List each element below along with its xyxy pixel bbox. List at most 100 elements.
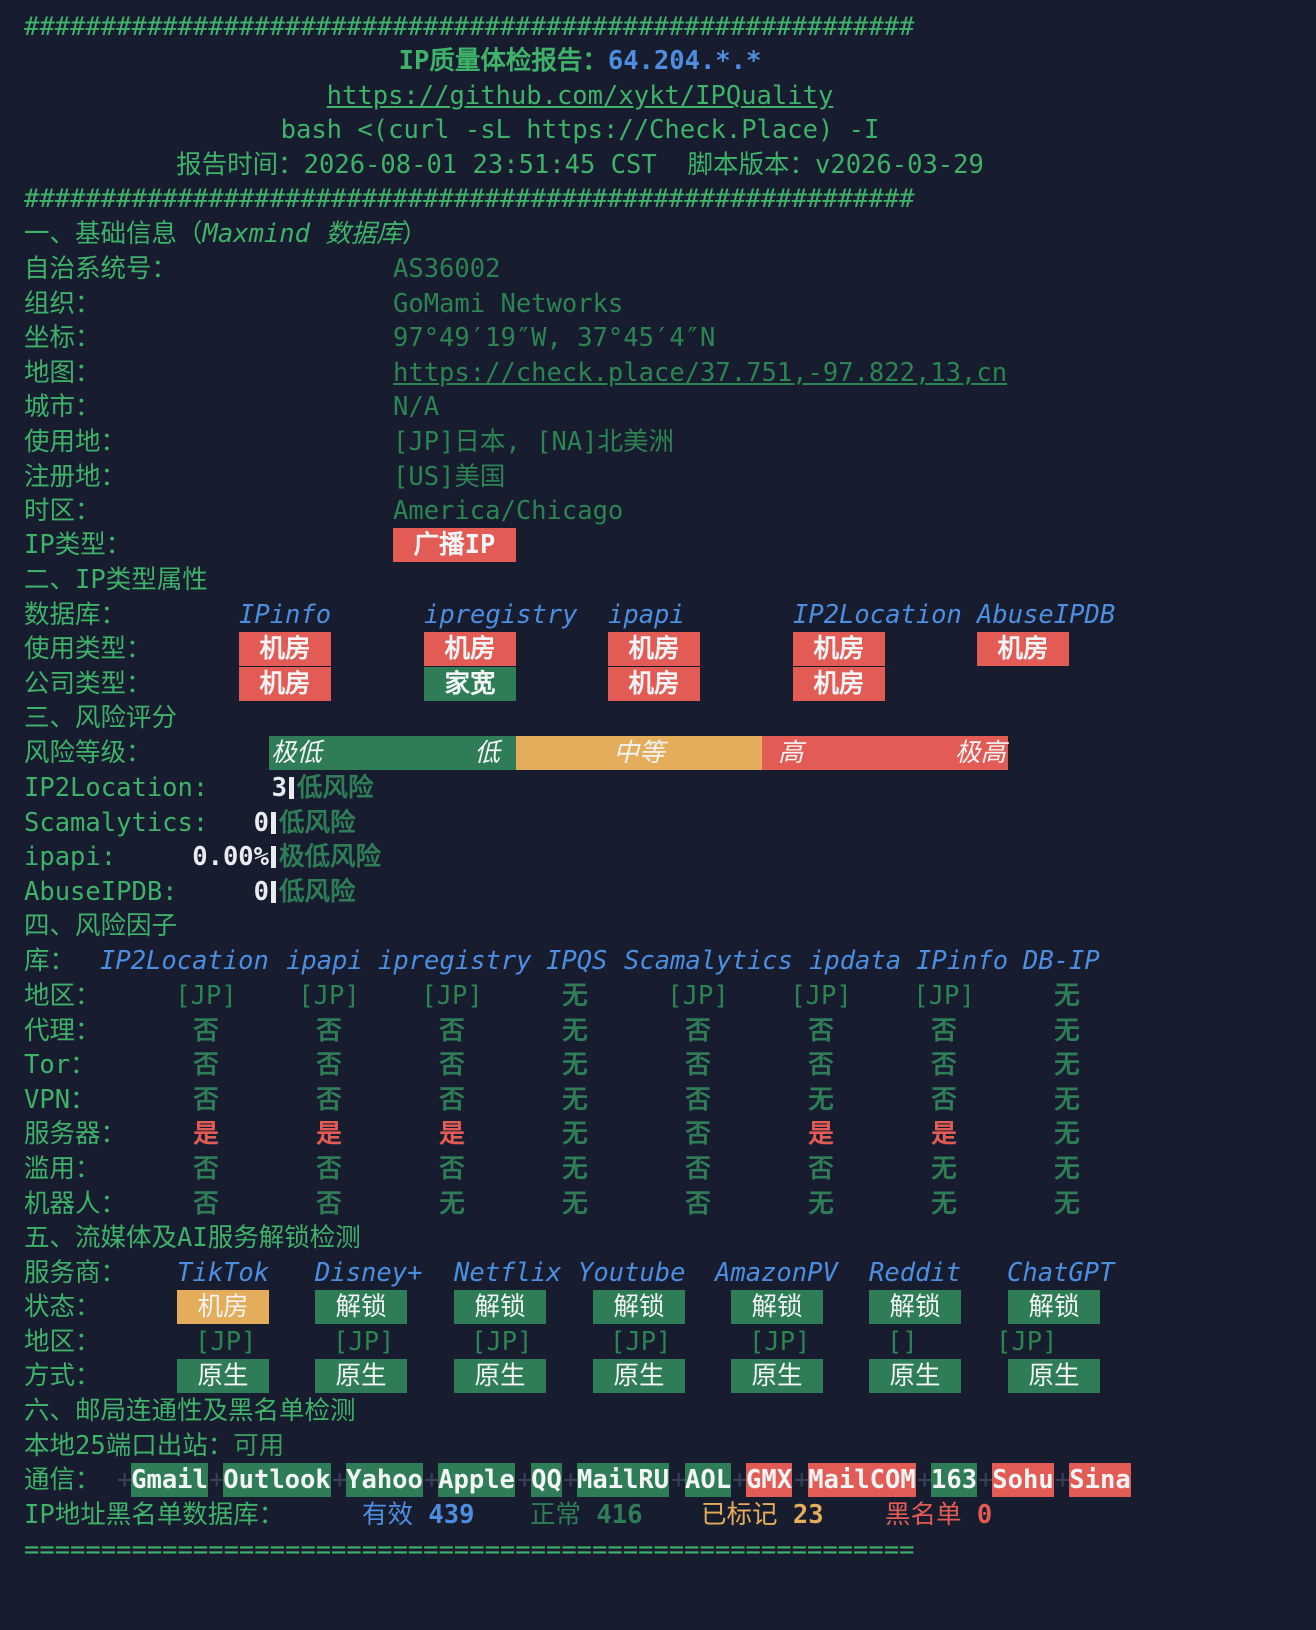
mail-service-mailcom: MailCOM [808,1463,916,1497]
blacklist-valid-label: 有效 [362,1500,414,1530]
risk-source-label: ipapi: [24,842,117,873]
factor-cell: 无 [562,1015,588,1046]
section-basic-title-text: 一、基础信息（ [24,219,203,249]
factor-cell: 无 [808,1084,834,1115]
separator: + [732,1465,748,1495]
run-command: bash <(curl -sL https://Check.Place) -I [280,115,880,145]
database-name: ipregistry [424,600,578,630]
factor-cell: [JP] [913,981,975,1011]
factor-cell: 否 [685,1050,711,1081]
region-value: [JP] [333,1327,395,1357]
library-name: IPQS [546,946,608,976]
usage-type-badge: 机房 [239,632,331,666]
unlock-status-badge: 解锁 [454,1290,546,1324]
section-factor-title: 四、风险因子 [24,911,178,941]
region-value: [JP] [471,1327,533,1357]
basic-row-value: America/Chicago [393,496,624,527]
factor-cell: 无 [439,1188,465,1219]
risk-value: 3 [271,773,287,803]
provider-name: TikTok [177,1258,270,1288]
factor-cell: 无 [1054,1015,1080,1046]
method-badge: 原生 [177,1359,269,1393]
map-link[interactable]: https://check.place/37.751,-97.822,13,cn [393,357,1008,388]
factor-cell: 无 [562,1119,588,1150]
mail-service-sohu: Sohu [992,1463,1054,1497]
method-badge: 原生 [731,1359,823,1393]
method-badge: 原生 [454,1359,546,1393]
region-value: [JP] [749,1327,811,1357]
provider-name: Reddit [869,1258,962,1288]
risk-bar [271,811,276,834]
factor-cell: 否 [808,1015,834,1046]
blacklist-black-count: 0 [976,1500,993,1530]
factor-cell: 否 [808,1154,834,1184]
provider-name: Disney+ [315,1258,423,1288]
separator: + [978,1465,994,1495]
mail-service-163: 163 [931,1463,978,1497]
hash-divider-bottom: ########################################… [24,184,915,214]
factor-cell: 是 [193,1119,219,1150]
library-name: IPinfo [916,946,1009,976]
factor-cell: 否 [808,1050,834,1081]
section-streaming-title: 五、流媒体及AI服务解锁检测 [24,1223,361,1253]
unlock-status-badge: 解锁 [1008,1290,1100,1324]
factor-cell: [JP] [421,981,483,1011]
blacklist-black: 黑名单 0 [885,1498,992,1532]
factor-cell: 无 [562,1084,588,1115]
risk-bar [271,846,276,869]
factor-cell: 否 [316,1050,342,1081]
risk-text: 极低风险 [279,842,382,873]
factor-cell: 否 [193,1015,219,1046]
risk-source-label: IP2Location: [24,773,209,803]
factor-cell: [JP] [298,981,360,1011]
factor-cell: 否 [685,1119,711,1150]
basic-row-label: 时区： [24,496,101,527]
risk-scale-low: 低 [474,738,500,768]
factor-cell: 否 [316,1188,342,1219]
factor-cell: 否 [931,1084,957,1115]
factor-cell: 无 [1054,1050,1080,1081]
method-badge: 原生 [869,1359,961,1393]
method-badge: 原生 [1008,1359,1100,1393]
factor-cell: 无 [1054,1084,1080,1115]
region-value: [JP] [610,1327,672,1357]
basic-row-value: N/A [393,392,440,423]
library-name: ipapi [286,946,363,976]
basic-row-label: 使用地： [24,427,127,457]
risk-level-label: 风险等级： [24,738,152,768]
method-label: 方式： [24,1361,101,1391]
risk-bar [289,777,294,799]
library-name: Scamalytics [624,946,793,976]
blacklist-marked: 已标记 23 [701,1498,824,1532]
factor-row-label: 代理： [24,1015,101,1046]
library-name: DB-IP [1023,946,1100,976]
repo-link[interactable]: https://github.com/xykt/IPQuality [326,81,834,111]
factor-cell: 无 [931,1154,957,1184]
factor-row-label: VPN： [24,1084,96,1115]
port25-label: 本地25端口出站： [24,1431,234,1461]
region-label: 地区： [24,1327,101,1357]
report-time-label: 报告时间： [176,150,304,180]
risk-value: 0 [253,876,269,907]
database-name: AbuseIPDB [977,600,1116,630]
blacklist-black-label: 黑名单 [885,1500,962,1530]
basic-row-value: GoMami Networks [393,288,624,319]
company-type-badge: 家宽 [424,667,516,701]
mail-service-mailru: MailRU [577,1463,670,1497]
risk-source-label: AbuseIPDB: [24,876,178,907]
db-label: 数据库： [24,600,127,630]
separator: + [117,1465,133,1495]
mail-service-sina: Sina [1069,1463,1131,1497]
risk-scale-medium-segment: 中等 [516,736,762,770]
section-risk-title: 三、风险评分 [24,703,178,733]
factor-cell: 否 [193,1154,219,1184]
blacklist-valid-count: 439 [428,1500,475,1530]
factor-cell: 否 [439,1084,465,1115]
usage-type-badge: 机房 [608,632,700,666]
factor-cell: 否 [439,1050,465,1081]
risk-scale-high-segment: 高 极高 [762,736,1008,770]
company-type-badge: 机房 [793,667,885,701]
factor-row-label: 服务器： [24,1119,127,1150]
risk-text: 低风险 [279,876,356,907]
